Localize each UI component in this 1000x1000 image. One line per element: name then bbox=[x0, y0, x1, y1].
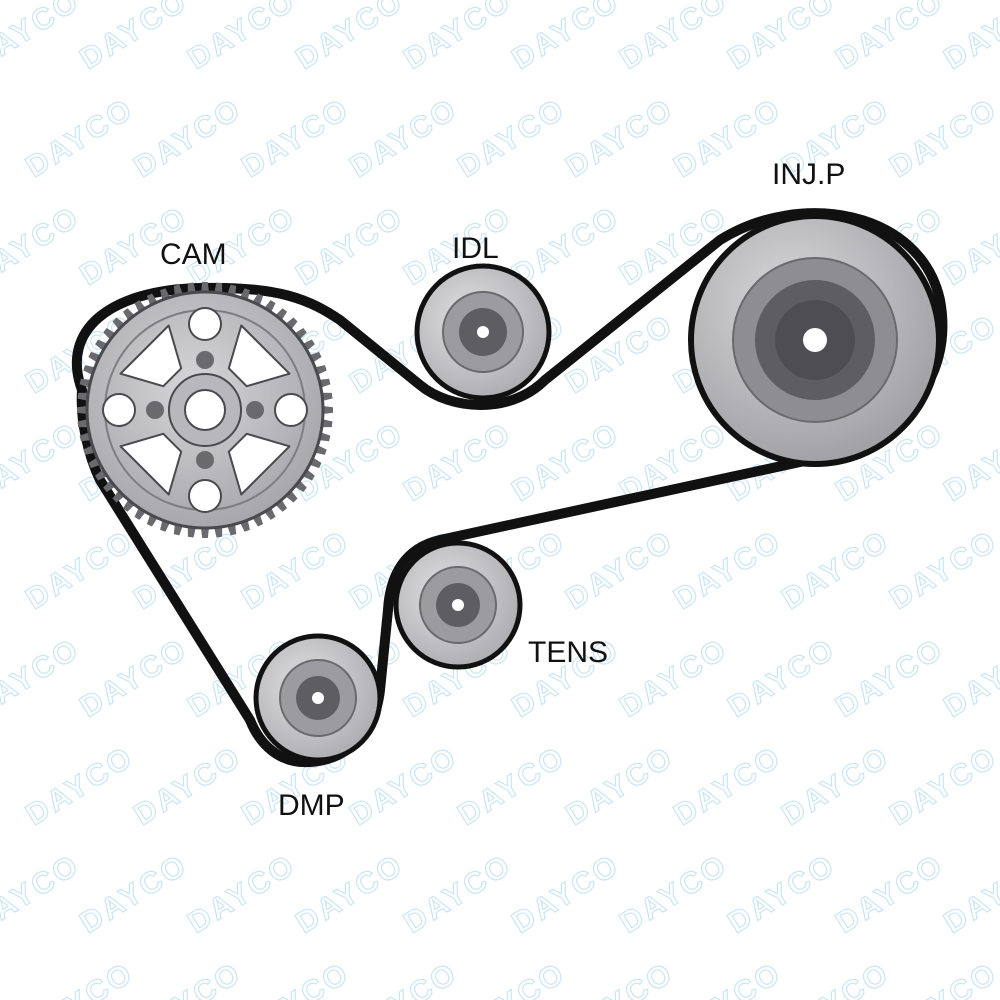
watermark-tile: DAYCO bbox=[776, 524, 896, 616]
watermark-tile: DAYCO bbox=[128, 956, 248, 1000]
watermark-tile: DAYCO bbox=[0, 416, 86, 508]
sprocket-window bbox=[119, 324, 183, 388]
watermark-tile: DAYCO bbox=[128, 524, 248, 616]
watermark-tile: DAYCO bbox=[0, 632, 86, 724]
watermark-tile: DAYCO bbox=[722, 632, 842, 724]
watermark-tile: DAYCO bbox=[506, 0, 626, 76]
sprocket-window bbox=[227, 432, 291, 496]
watermark-tile: DAYCO bbox=[938, 848, 1000, 940]
watermark-tile: DAYCO bbox=[506, 848, 626, 940]
damper-pulley bbox=[253, 633, 383, 763]
watermark-tile: DAYCO bbox=[344, 740, 464, 832]
watermark-tile: DAYCO bbox=[290, 848, 410, 940]
sprocket-hole bbox=[188, 479, 222, 513]
watermark-tile: DAYCO bbox=[236, 956, 356, 1000]
watermark-tile: DAYCO bbox=[290, 200, 410, 292]
sprocket-hole bbox=[274, 393, 308, 427]
watermark-tile: DAYCO bbox=[830, 0, 950, 76]
hub-bolt bbox=[146, 401, 164, 419]
label-tens: TENS bbox=[528, 636, 608, 669]
label-idl: IDL bbox=[452, 232, 499, 265]
watermark-tile: DAYCO bbox=[560, 524, 680, 616]
sprocket-hole bbox=[102, 393, 136, 427]
watermark-tile: DAYCO bbox=[614, 632, 734, 724]
hub-bolt bbox=[196, 451, 214, 469]
hub-bolt bbox=[196, 351, 214, 369]
cam-hub-bolts bbox=[146, 351, 264, 469]
watermark-tile: DAYCO bbox=[884, 524, 1000, 616]
idler-pulley bbox=[414, 263, 552, 401]
tensioner-pulley bbox=[393, 540, 523, 670]
watermark-tile: DAYCO bbox=[236, 92, 356, 184]
cam-pulley bbox=[77, 282, 333, 538]
watermark-tile: DAYCO bbox=[398, 848, 518, 940]
timing-belt bbox=[71, 208, 948, 768]
watermark-tile: DAYCO bbox=[722, 848, 842, 940]
watermark-tile: DAYCO bbox=[614, 0, 734, 76]
watermark-tile: DAYCO bbox=[722, 0, 842, 76]
watermark-tile: DAYCO bbox=[776, 956, 896, 1000]
watermark-tile: DAYCO bbox=[560, 740, 680, 832]
watermark-tile: DAYCO bbox=[884, 740, 1000, 832]
watermark-tile: DAYCO bbox=[938, 200, 1000, 292]
label-cam: CAM bbox=[160, 238, 227, 271]
watermark-tile: DAYCO bbox=[506, 416, 626, 508]
watermark-tile: DAYCO bbox=[668, 92, 788, 184]
watermark-tile: DAYCO bbox=[884, 92, 1000, 184]
watermark-tile: DAYCO bbox=[830, 848, 950, 940]
watermark-tile: DAYCO bbox=[344, 956, 464, 1000]
watermark-tile: DAYCO bbox=[560, 956, 680, 1000]
injection-pump-pulley bbox=[688, 213, 942, 467]
watermark-tile: DAYCO bbox=[182, 0, 302, 76]
watermark-tile: DAYCO bbox=[398, 0, 518, 76]
watermark-tile: DAYCO bbox=[74, 0, 194, 76]
watermark-tile: DAYCO bbox=[0, 0, 86, 76]
watermark-tile: DAYCO bbox=[398, 416, 518, 508]
watermark-tile: DAYCO bbox=[344, 92, 464, 184]
watermark-tile: DAYCO bbox=[0, 200, 86, 292]
watermark-tile: DAYCO bbox=[20, 740, 140, 832]
hub-bolt bbox=[246, 401, 264, 419]
watermark-tile: DAYCO bbox=[938, 416, 1000, 508]
watermark-tile: DAYCO bbox=[128, 92, 248, 184]
label-dmp: DMP bbox=[278, 789, 345, 822]
watermark-tile: DAYCO bbox=[938, 632, 1000, 724]
watermark-tile: DAYCO bbox=[560, 92, 680, 184]
watermark-tile: DAYCO bbox=[614, 848, 734, 940]
watermark-tile: DAYCO bbox=[668, 524, 788, 616]
watermark-tile: DAYCO bbox=[830, 632, 950, 724]
watermark-tile: DAYCO bbox=[776, 740, 896, 832]
sprocket-window bbox=[119, 432, 183, 496]
watermark-tile: DAYCO bbox=[128, 740, 248, 832]
watermark-tile: DAYCO bbox=[290, 0, 410, 76]
watermark-tile: DAYCO bbox=[236, 524, 356, 616]
sprocket-hole bbox=[188, 307, 222, 341]
label-injp: INJ.P bbox=[772, 158, 845, 191]
watermark-tile: DAYCO bbox=[452, 956, 572, 1000]
cam-sprocket-windows bbox=[102, 307, 308, 513]
watermark-tile: DAYCO bbox=[20, 524, 140, 616]
watermark-tile: DAYCO bbox=[884, 956, 1000, 1000]
watermark-tile: DAYCO bbox=[74, 848, 194, 940]
watermark-tile: DAYCO bbox=[668, 740, 788, 832]
watermark-tile: DAYCO bbox=[20, 956, 140, 1000]
sprocket-window bbox=[227, 324, 291, 388]
watermark-tile: DAYCO bbox=[20, 92, 140, 184]
watermark-tile: DAYCO bbox=[452, 92, 572, 184]
watermark-tile: DAYCO bbox=[182, 848, 302, 940]
watermark-tile: DAYCO bbox=[0, 848, 86, 940]
watermark-tile: DAYCO bbox=[452, 740, 572, 832]
watermark-tile: DAYCO bbox=[74, 632, 194, 724]
watermark-tile: DAYCO bbox=[668, 956, 788, 1000]
